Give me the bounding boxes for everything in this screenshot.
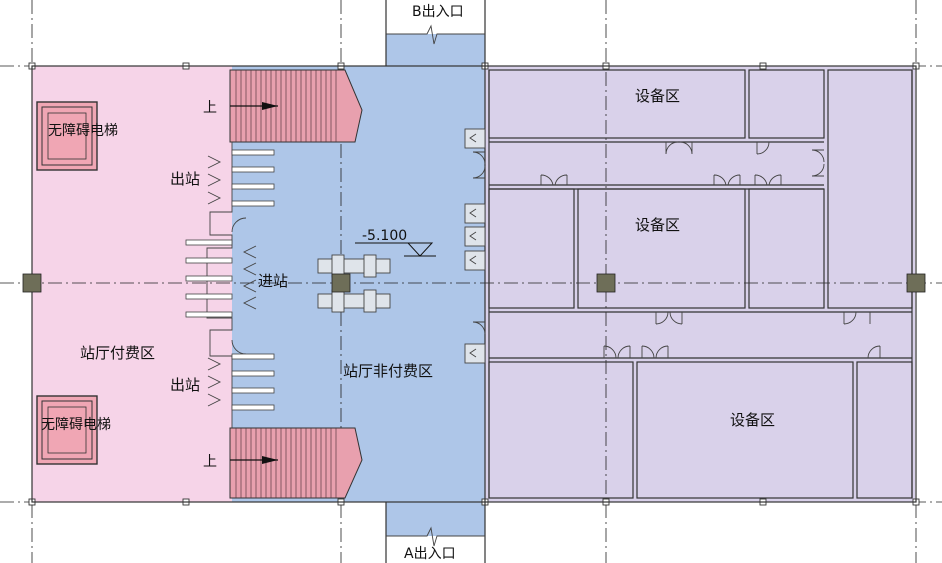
gate-bar [185,293,233,300]
stair-up-label-top: 上 [203,100,217,116]
equipment-area-label-3: 设备区 [730,411,775,429]
exit-chevrons-bottom [207,357,222,407]
paid-area-label: 站厅付费区 [80,344,155,362]
gate-bar [231,183,275,190]
exit-label-bottom: 出站 [170,376,200,394]
exit-gates-top [231,149,275,207]
equipment-zone [485,66,915,502]
elevation-label: -5.100 [362,228,407,244]
entry-label: 进站 [258,272,288,290]
exit-chevrons-top [207,155,222,205]
stair-bottom [229,427,363,499]
gate-bar [231,404,275,411]
gate-bar [185,239,233,246]
gate-bar [185,257,233,264]
elevator-top [36,101,98,171]
entrance-a-corridor [386,502,485,536]
gate-bar [231,370,275,377]
elevator-label-top: 无障碍电梯 [48,123,118,139]
wall-cabinets [464,128,486,364]
elevator-label-bottom: 无障碍电梯 [41,417,111,433]
gate-bar [185,275,233,282]
elevator-bottom [36,395,98,465]
gate-bar [185,311,233,318]
entrance-a-label: A出入口 [404,546,456,562]
structural-columns [22,273,926,293]
gate-bar [231,200,275,207]
gate-bar [231,353,275,360]
equipment-area-label-2: 设备区 [635,216,680,234]
equipment-room-walls [484,66,913,502]
stair-top [229,69,363,143]
stair-up-label-bottom: 上 [203,454,217,470]
gate-bar [231,149,275,156]
entrance-b-label: B出入口 [412,4,464,20]
ticket-machines [317,254,391,313]
gate-bar [231,387,275,394]
entry-gates [185,239,233,318]
exit-gates-bottom [231,353,275,411]
exit-label-top: 出站 [170,170,200,188]
equipment-area-label-1: 设备区 [635,87,680,105]
entry-chevrons [242,245,257,310]
elevation-marker [355,242,436,257]
gate-bar [231,166,275,173]
unpaid-area-label: 站厅非付费区 [343,362,433,380]
